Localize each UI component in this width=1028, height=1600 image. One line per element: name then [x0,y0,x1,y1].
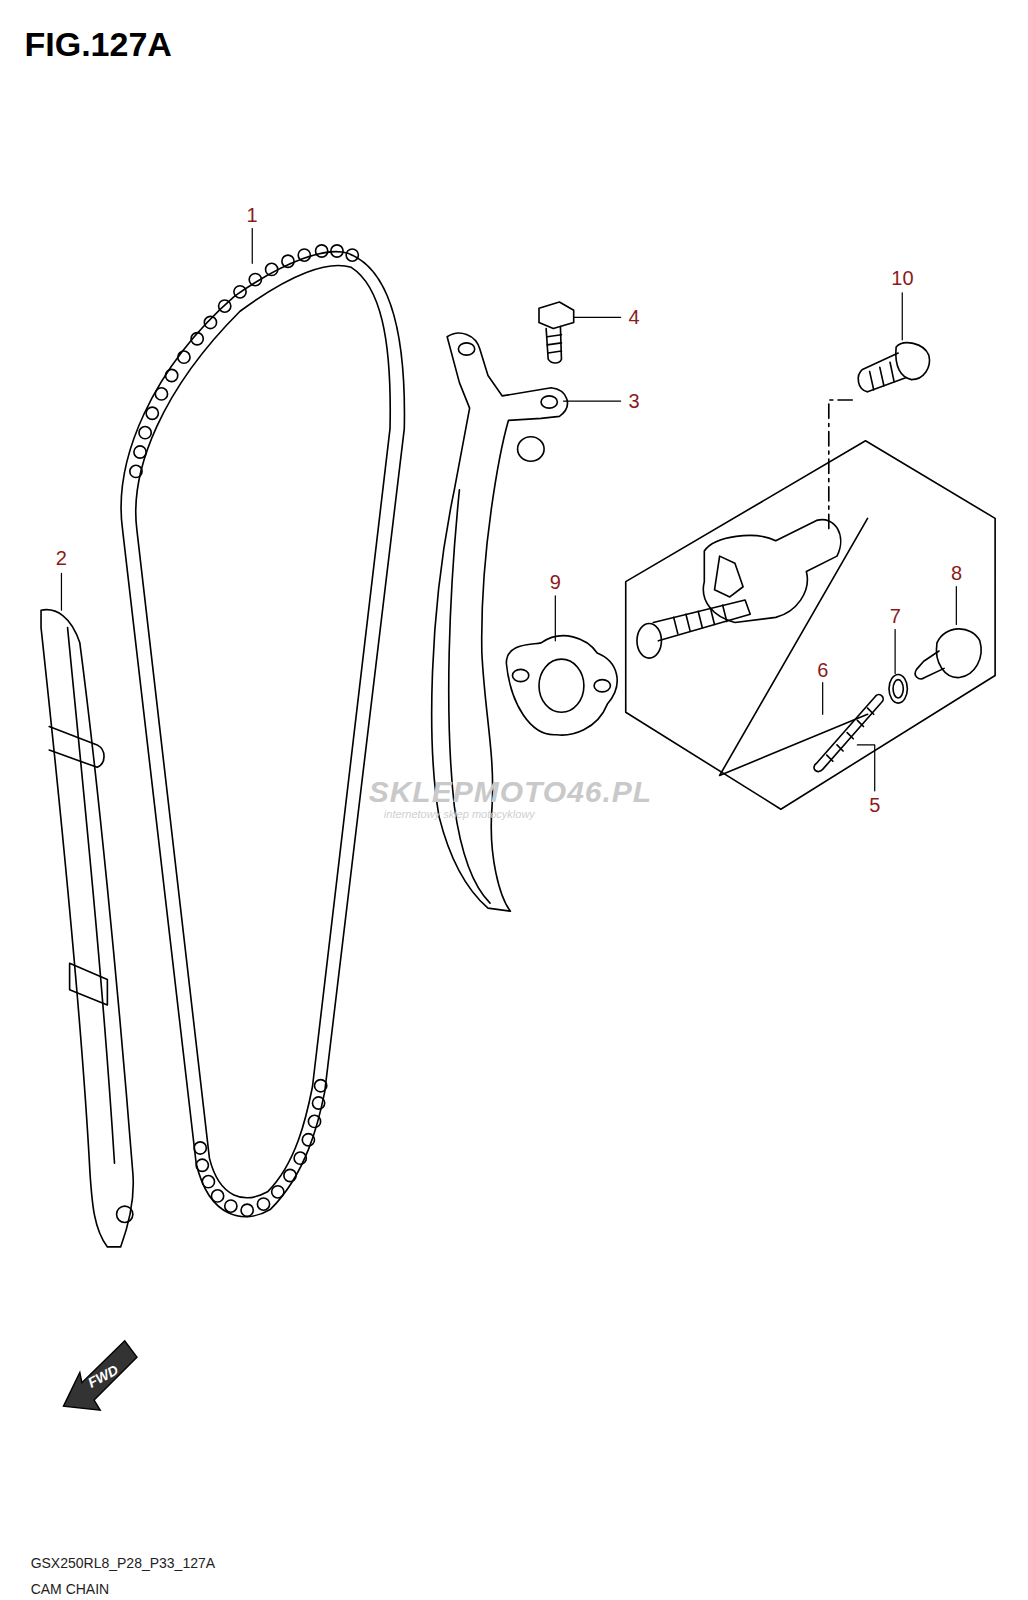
bolt [539,302,574,363]
callout-number: 9 [550,572,561,592]
chain-links-bottom [194,1080,327,1217]
callout-number: 7 [890,606,901,626]
tensioner-guide [432,333,568,911]
callout-number: 2 [56,548,67,568]
callout-number: 6 [817,660,828,680]
chain-guide [41,610,133,1247]
assembly-outline [626,441,995,809]
leader-lines [61,229,956,791]
caption: CAM CHAIN [31,1582,110,1596]
watermark-subtitle: internetowy sklep motocyklowy [384,808,535,819]
figure-title: FIG.127A [25,27,172,61]
cam-chain-inner [136,265,390,1197]
chain-links-top [130,245,359,478]
spring [814,695,883,772]
callout-number: 5 [869,795,880,815]
tensioner-adjuster [637,520,841,659]
plug-bolt [915,629,981,679]
forward-arrow [63,1341,136,1410]
callout-number: 3 [628,391,639,411]
watermark: SKLEPMOTO46.PL [369,777,653,807]
callout-number: 4 [628,307,639,327]
gasket [506,636,617,735]
o-ring [889,674,907,703]
bolt [858,343,929,392]
callout-number: 8 [951,563,962,583]
drawing-code: GSX250RL8_P28_P33_127A [31,1556,215,1570]
cam-chain [121,252,404,1217]
callout-number: 10 [891,268,913,288]
callout-number: 1 [247,205,258,225]
